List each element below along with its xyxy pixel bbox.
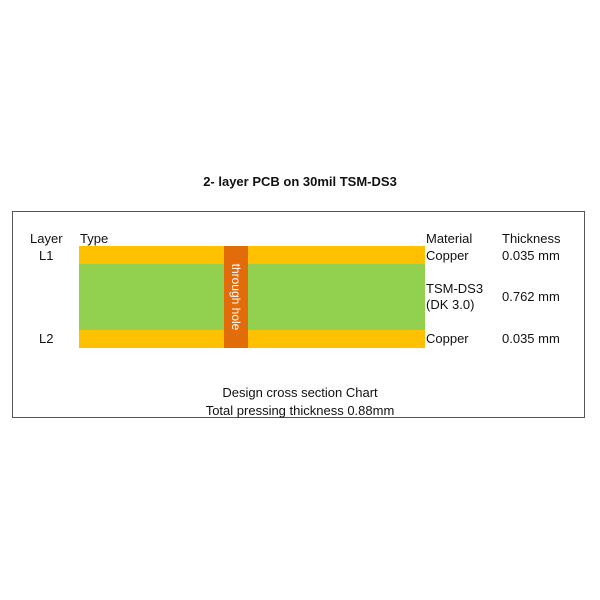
row-l1-thickness: 0.035 mm [502,248,560,263]
footer-caption: Design cross section Chart [222,385,378,400]
row-l1-material: Copper [426,248,469,263]
row-core-thickness: 0.762 mm [502,289,560,304]
header-layer: Layer [30,231,63,246]
via-label: through hole [229,263,243,331]
footer-total-thickness: Total pressing thickness 0.88mm [205,403,395,418]
header-material: Material [426,231,473,246]
row-l2-thickness: 0.035 mm [502,331,560,346]
layer-l1-copper [79,246,425,264]
row-core-material-line1: TSM-DS3 [426,281,484,296]
diagram-title: 2- layer PCB on 30mil TSM-DS3 [203,174,397,189]
header-type: Type [80,231,109,246]
header-thickness: Thickness [502,231,561,246]
row-l1-layer: L1 [39,248,54,263]
row-l2-layer: L2 [39,331,54,346]
cross-section-frame [12,211,585,418]
layer-l2-copper [79,330,425,348]
layer-core-dielectric [79,264,425,330]
row-l2-material: Copper [426,331,469,346]
row-core-material-line2: (DK 3.0) [426,297,475,312]
through-hole-via: through hole [224,246,248,348]
